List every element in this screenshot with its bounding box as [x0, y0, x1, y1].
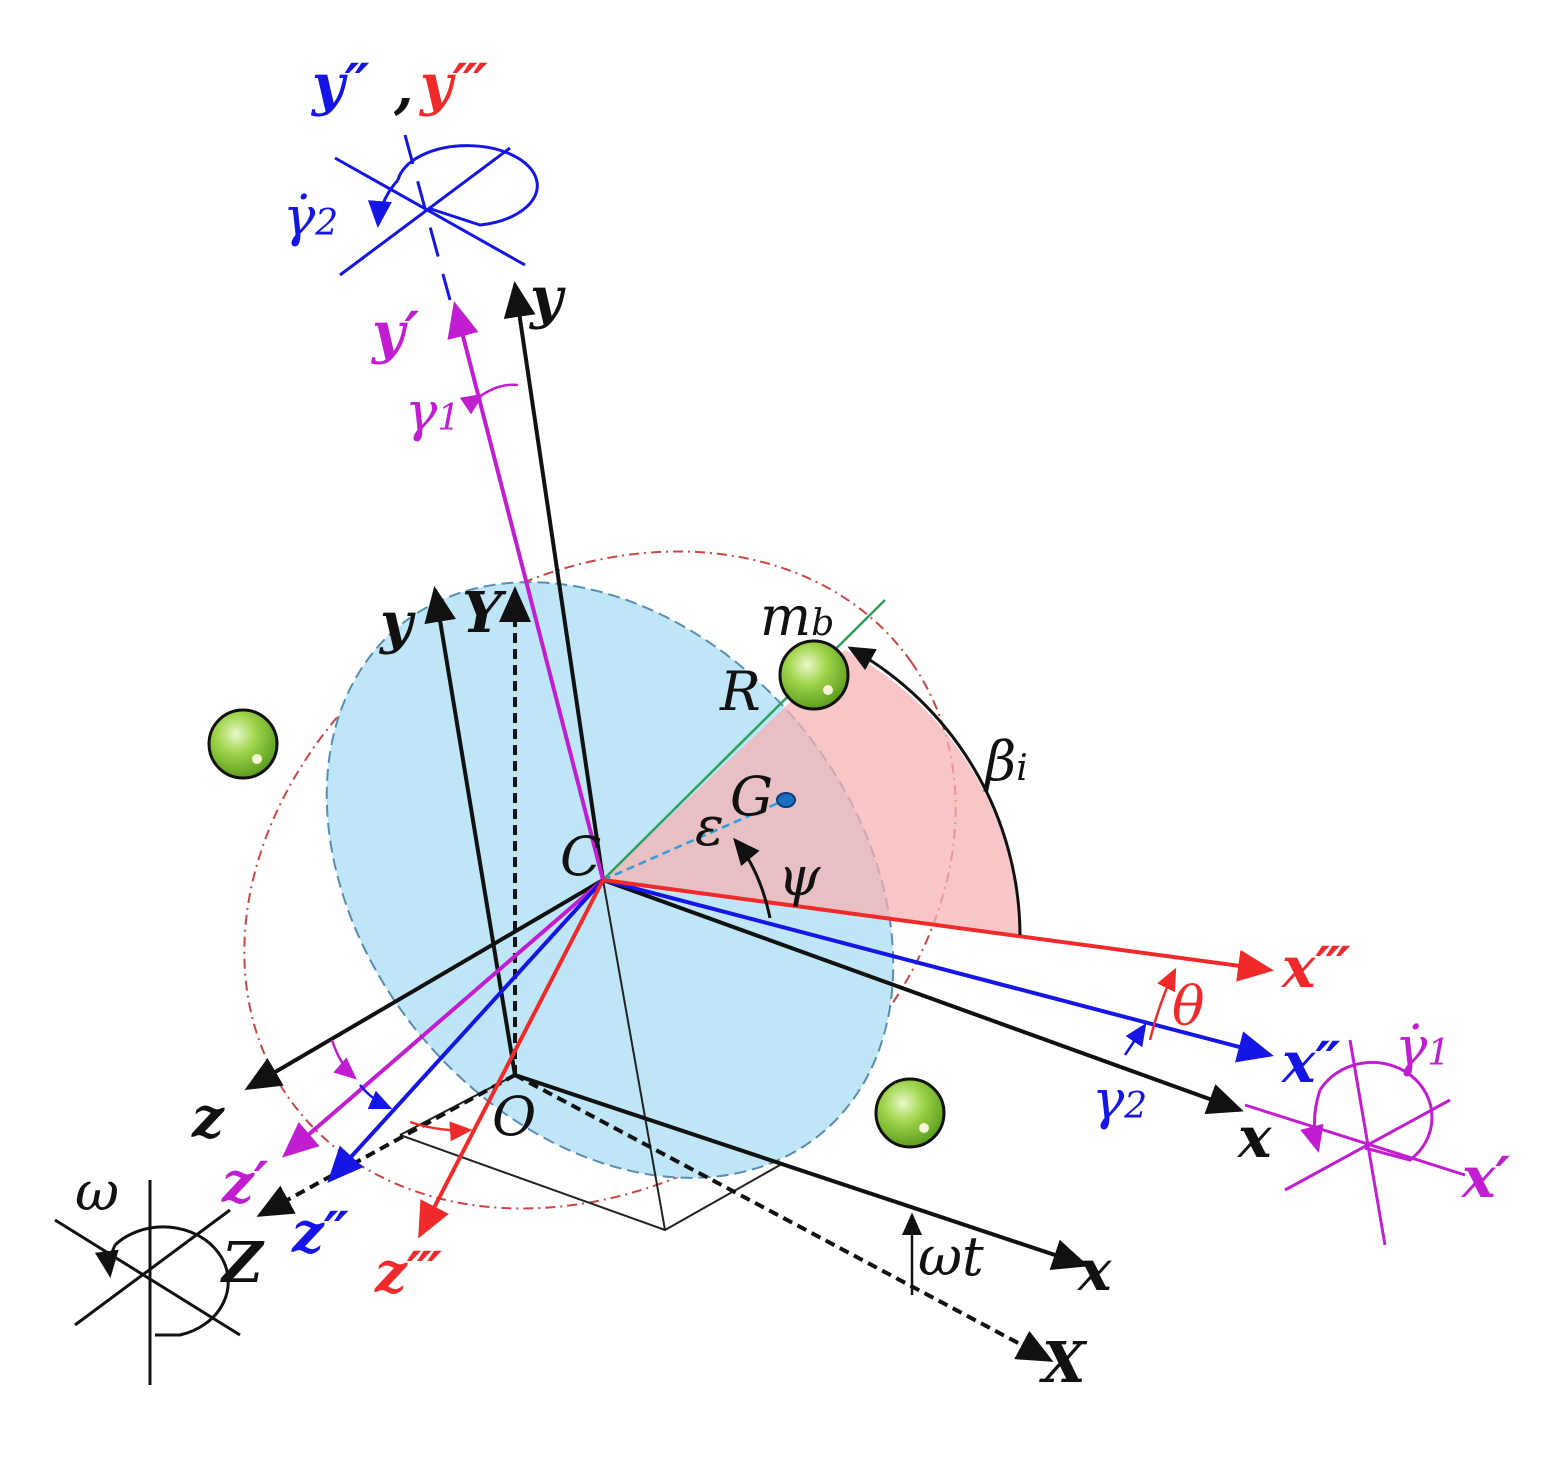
label-O: O — [492, 1085, 537, 1148]
label-z-prime: z′ — [222, 1150, 269, 1216]
rotation-symbol-bottom-left — [54, 1180, 241, 1385]
radius-line — [602, 599, 886, 881]
label-gamma2: γ2 — [1092, 1068, 1148, 1131]
eccentricity-line — [602, 798, 786, 882]
z-rotation-arc-blue — [359, 1084, 393, 1110]
label-x-prime: x′ — [1462, 1145, 1511, 1211]
label-Y: Y — [462, 580, 502, 646]
label-X: X — [1042, 1330, 1086, 1396]
ball-top — [778, 639, 850, 711]
label-y-mid: y — [380, 590, 413, 656]
x-axis-rotating — [514, 1073, 1089, 1271]
label-x-triprime: x‴ — [1282, 935, 1351, 1001]
label-x-right: x — [1238, 1105, 1272, 1171]
label-m-b: mb — [760, 585, 835, 648]
label-theta: θ — [1172, 975, 1205, 1038]
rotation-symbol-right — [1244, 1039, 1466, 1246]
label-x-bottom: x — [1078, 1238, 1112, 1304]
label-comma: , — [394, 55, 414, 121]
gamma1-arc — [459, 383, 519, 415]
label-beta-i: βi — [985, 730, 1028, 793]
ball-left — [207, 708, 279, 780]
label-omega-t: ωt — [918, 1225, 984, 1288]
label-C: C — [560, 825, 602, 888]
z-prime-axis — [281, 878, 605, 1158]
label-R: R — [720, 660, 761, 723]
z-triprime-axis — [418, 879, 605, 1239]
z-dblprime-axis — [327, 878, 605, 1183]
x-dblprime-axis — [602, 878, 1274, 1063]
label-epsilon: ε — [695, 795, 724, 858]
x-triprime-axis — [602, 878, 1274, 982]
label-y-prime: y′ — [372, 300, 420, 366]
theta-arc — [1148, 967, 1177, 1041]
center-of-mass-point — [776, 792, 796, 808]
Z-axis — [256, 1073, 516, 1217]
label-gamma2-dot: γ̇2 — [283, 185, 339, 248]
label-y-dblprime: y″ — [312, 52, 370, 118]
rotation-symbol-top — [334, 134, 539, 301]
beta-arc — [847, 646, 1022, 936]
label-z-triprime: z‴ — [375, 1240, 443, 1306]
ball-bottom — [874, 1077, 946, 1149]
label-Z: Z — [222, 1230, 263, 1296]
z-axis-C — [244, 878, 605, 1091]
gamma2-arc — [1123, 1022, 1147, 1056]
label-psi: ψ — [778, 845, 821, 908]
psi-arc — [733, 837, 772, 919]
y-axis-C — [503, 281, 605, 881]
label-x-dblprime: x″ — [1282, 1030, 1341, 1096]
X-axis — [514, 1073, 1054, 1362]
label-G: G — [730, 765, 774, 828]
label-z-dblprime: z″ — [292, 1200, 349, 1266]
label-omega: ω — [75, 1160, 120, 1223]
label-z: z — [192, 1085, 224, 1151]
z-rotation-arc-magenta — [330, 1039, 357, 1080]
label-gamma1: γ1 — [405, 380, 461, 443]
beta-sector — [603, 650, 1020, 935]
x-axis-C — [602, 878, 1244, 1115]
label-gamma1-dot: γ̇1 — [1395, 1015, 1451, 1078]
z-rotation-arc-red — [409, 1120, 473, 1142]
plane-line-1 — [602, 879, 666, 1231]
label-y-triprime: y‴ — [420, 52, 488, 118]
label-y-top: y — [530, 265, 563, 331]
